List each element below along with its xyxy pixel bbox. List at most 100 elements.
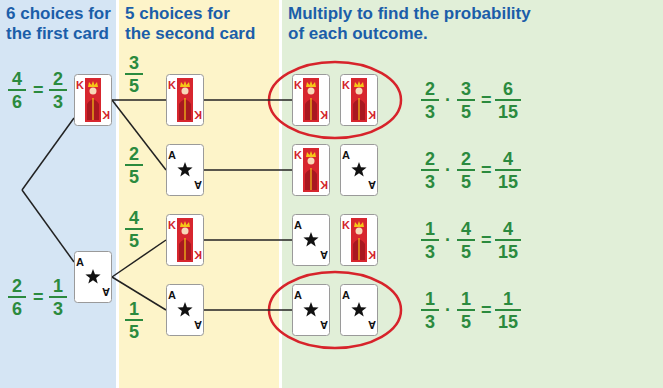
card-outline: [293, 285, 330, 336]
column-heading: 5 choices for the second card: [125, 0, 257, 44]
fraction-bar: [421, 169, 439, 171]
card-outline: [167, 215, 204, 266]
fraction-numerator: 1: [425, 289, 435, 309]
card-corner: A: [194, 177, 202, 195]
math-operator-holder: ·: [445, 230, 451, 250]
fraction-numerator: 6: [503, 79, 513, 99]
card-outline: [293, 145, 330, 196]
fraction-numerator-holder: 4: [129, 208, 139, 228]
fraction-numerator-holder: 1: [129, 299, 139, 319]
fraction-numerator-holder: 6: [503, 79, 513, 99]
playing-card: AA: [292, 284, 330, 336]
playing-card: KK: [166, 74, 204, 126]
fraction-denominator: 5: [129, 231, 139, 251]
fraction-numerator: 3: [129, 53, 139, 73]
math-operator: =: [33, 80, 44, 100]
fraction-numerator-holder: 4: [503, 219, 513, 239]
card-rank: A: [168, 289, 176, 301]
fraction-denominator: 3: [425, 172, 435, 192]
fraction-denominator: 3: [425, 312, 435, 332]
fraction-denominator-holder: 3: [53, 299, 63, 319]
card-corner: K: [168, 215, 176, 233]
fraction-numerator: 4: [503, 219, 513, 239]
card-corner: K: [320, 177, 328, 195]
card-corner: K: [294, 75, 302, 93]
king-face: [303, 78, 319, 122]
fraction-numerator: 3: [461, 79, 471, 99]
card-corner: K: [368, 247, 376, 265]
card-outline: [341, 285, 378, 336]
card-corner: K: [194, 247, 202, 265]
fraction-denominator-holder: 15: [498, 312, 518, 332]
fraction-denominator-holder: 3: [425, 242, 435, 262]
fraction-numerator-holder: 2: [425, 79, 435, 99]
fraction-denominator-holder: 3: [425, 102, 435, 122]
card-rank: A: [102, 286, 110, 298]
card-rank: A: [76, 256, 84, 268]
fraction-bar: [421, 309, 439, 311]
fraction-denominator: 5: [129, 167, 139, 187]
fraction-bar: [125, 319, 143, 321]
king-crown: [88, 81, 98, 87]
tree-branch: [204, 309, 292, 311]
fraction-numerator-holder: 4: [12, 69, 22, 89]
king-face: [351, 78, 367, 122]
king-head: [90, 88, 97, 95]
playing-card: KK: [292, 144, 330, 196]
math-operator-holder: ·: [445, 300, 451, 320]
card-rank: A: [320, 319, 328, 331]
card-outline: [293, 215, 330, 266]
card-corner: K: [368, 107, 376, 125]
king-face: [351, 218, 367, 262]
king-head: [308, 158, 315, 165]
card-outline: [167, 145, 204, 196]
column-heading: Multiply to find the probability of each…: [288, 0, 540, 44]
fraction-denominator: 5: [461, 172, 471, 192]
king-crown: [180, 81, 190, 87]
math-operator: =: [481, 300, 492, 320]
fraction-bar: [8, 296, 26, 298]
fraction-bar: [495, 99, 521, 101]
playing-card: KK: [166, 214, 204, 266]
card-rank: A: [368, 319, 376, 331]
king-head: [356, 88, 363, 95]
card-rank: K: [194, 109, 202, 121]
fraction-denominator: 3: [425, 242, 435, 262]
card-corner: K: [342, 75, 350, 93]
math-operator: ·: [445, 160, 451, 180]
fraction-bar: [421, 239, 439, 241]
tree-branch: [204, 169, 292, 171]
card-corner: K: [194, 107, 202, 125]
fraction-denominator-holder: 6: [12, 92, 22, 112]
king-face: [177, 218, 193, 262]
fraction-numerator-holder: 3: [461, 79, 471, 99]
ace-star: [351, 302, 366, 316]
ace-star: [85, 269, 100, 283]
fraction-bar: [421, 99, 439, 101]
fraction-denominator: 15: [498, 242, 518, 262]
playing-card: KK: [340, 214, 378, 266]
ace-star: [303, 232, 318, 246]
king-crown: [354, 81, 364, 87]
card-corner: A: [76, 252, 84, 270]
fraction-numerator: 1: [425, 219, 435, 239]
king-head: [182, 88, 189, 95]
fraction-denominator: 15: [498, 312, 518, 332]
fraction-bar: [495, 239, 521, 241]
king-sash: [358, 238, 359, 260]
card-outline: [341, 215, 378, 266]
fraction-numerator-holder: 1: [53, 276, 63, 296]
card-rank: A: [294, 289, 302, 301]
fraction-denominator: 5: [461, 312, 471, 332]
ace-star: [177, 302, 192, 316]
playing-card: AA: [340, 284, 378, 336]
fraction-numerator: 4: [461, 219, 471, 239]
card-rank: K: [168, 219, 176, 231]
fraction-bar: [125, 164, 143, 166]
fraction-numerator-holder: 2: [425, 149, 435, 169]
fraction-numerator-holder: 2: [53, 69, 63, 89]
fraction-numerator: 1: [129, 299, 139, 319]
king-sash: [310, 168, 311, 190]
